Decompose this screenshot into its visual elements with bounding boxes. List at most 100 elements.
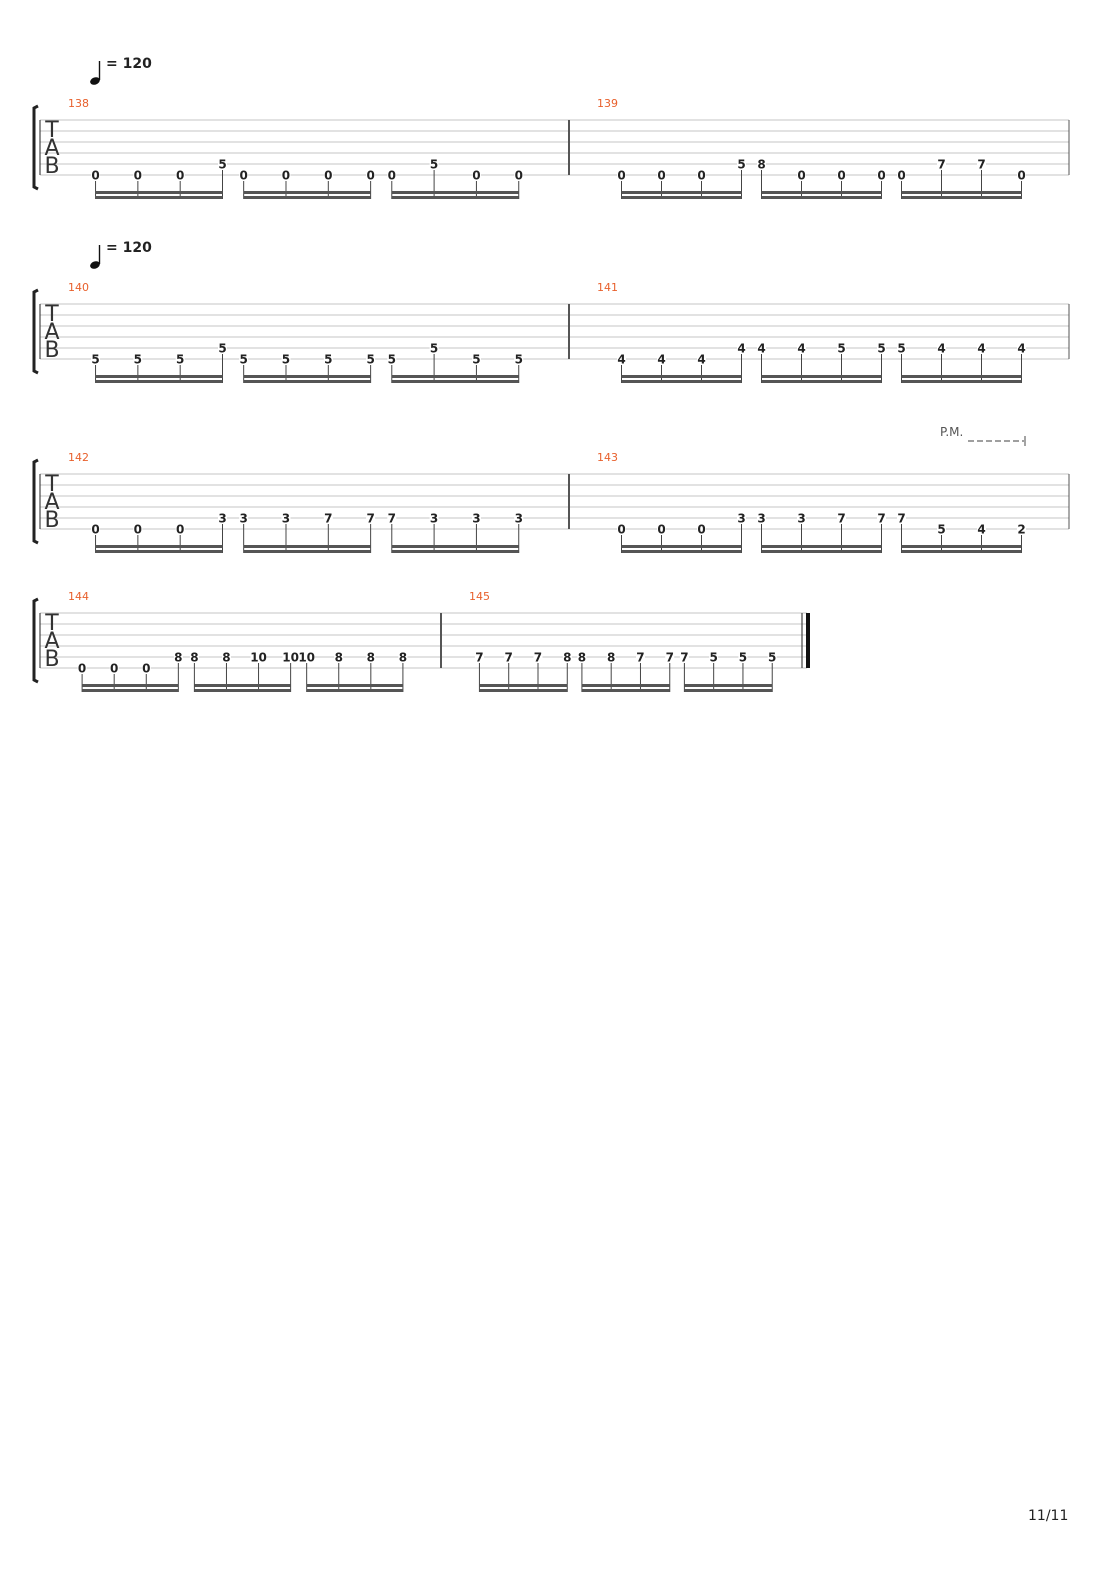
fret-number: 7 [475,651,483,665]
fret-backing [1017,169,1026,181]
page-number: 11/11 [1028,1508,1069,1524]
beam-secondary [761,375,882,378]
measure-number: 145 [469,590,490,603]
fret-backing [1017,342,1026,354]
beam-secondary [95,375,223,378]
beam-secondary [243,191,371,194]
fret-backing [562,651,572,663]
system-bracket [32,458,39,545]
fret-number: 7 [388,512,396,526]
beam-secondary [479,684,568,687]
fret-backing [77,662,87,674]
fret-backing [757,342,766,354]
fret-number: 5 [176,353,184,367]
fret-backing [189,651,199,663]
fret-backing [937,342,946,354]
fret-number: 0 [697,523,705,537]
fret-backing [91,523,101,535]
fret-backing [514,169,524,181]
fret-number: 0 [657,169,665,183]
fret-backing [737,158,746,170]
fret-number: 8 [578,651,586,665]
fret-number: 4 [797,342,805,356]
system-bracket [32,288,39,375]
fret-number: 8 [607,651,615,665]
beam-primary [761,196,882,199]
beam-primary [761,550,882,553]
fret-backing [697,523,706,535]
fret-backing [133,169,143,181]
beam-primary [391,550,519,553]
fret-backing [239,169,249,181]
fret-backing [173,651,183,663]
beam-secondary [95,545,223,548]
fret-number: 10 [298,651,315,665]
fret-number: 8 [563,651,571,665]
fret-number: 4 [937,342,945,356]
beam-primary [901,196,1022,199]
fret-number: 0 [1017,169,1025,183]
fret-backing [697,353,706,365]
fret-backing [709,651,719,663]
beam-secondary [95,191,223,194]
fret-backing [797,512,806,524]
fret-number: 5 [739,651,747,665]
fret-number: 3 [472,512,480,526]
beam-primary [82,689,179,692]
fret-number: 4 [617,353,625,367]
fret-number: 5 [324,353,332,367]
fret-number: 3 [737,512,745,526]
tab-clef-letter: T [44,302,59,327]
fret-backing [109,662,119,674]
fret-number: 0 [78,662,86,676]
beam-primary [581,689,670,692]
fret-number: 5 [768,651,776,665]
fret-backing [175,353,185,365]
fret-number: 7 [636,651,644,665]
fret-number: 0 [282,169,290,183]
palm-mute-label: P.M. [940,425,963,439]
fret-number: 5 [937,523,945,537]
measure-number: 142 [68,451,89,464]
fret-backing [387,512,397,524]
fret-number: 7 [505,651,513,665]
beam-secondary [621,191,742,194]
fret-number: 0 [388,169,396,183]
fret-number: 0 [697,169,705,183]
fret-backing [937,523,946,535]
fret-number: 5 [91,353,99,367]
fret-backing [514,512,524,524]
fret-number: 4 [977,342,985,356]
fret-number: 0 [366,169,374,183]
fret-number: 7 [897,512,905,526]
fret-number: 7 [366,512,374,526]
fret-backing [679,651,689,663]
final-bar-line [806,613,810,668]
tab-clef-letter: T [44,118,59,143]
beam-secondary [306,684,403,687]
fret-backing [398,651,408,663]
fret-backing [471,169,481,181]
measure-number: 144 [68,590,89,603]
fret-number: 5 [430,158,438,172]
fret-backing [737,512,746,524]
beam-primary [243,196,371,199]
tempo-marking: = 120 [106,56,152,72]
fret-backing [387,353,397,365]
fret-number: 0 [837,169,845,183]
fret-backing [504,651,514,663]
fret-number: 8 [190,651,198,665]
beam-primary [621,550,742,553]
beam-secondary [391,191,519,194]
beam-secondary [901,191,1022,194]
fret-number: 5 [737,158,745,172]
fret-number: 4 [657,353,665,367]
fret-number: 8 [222,651,230,665]
